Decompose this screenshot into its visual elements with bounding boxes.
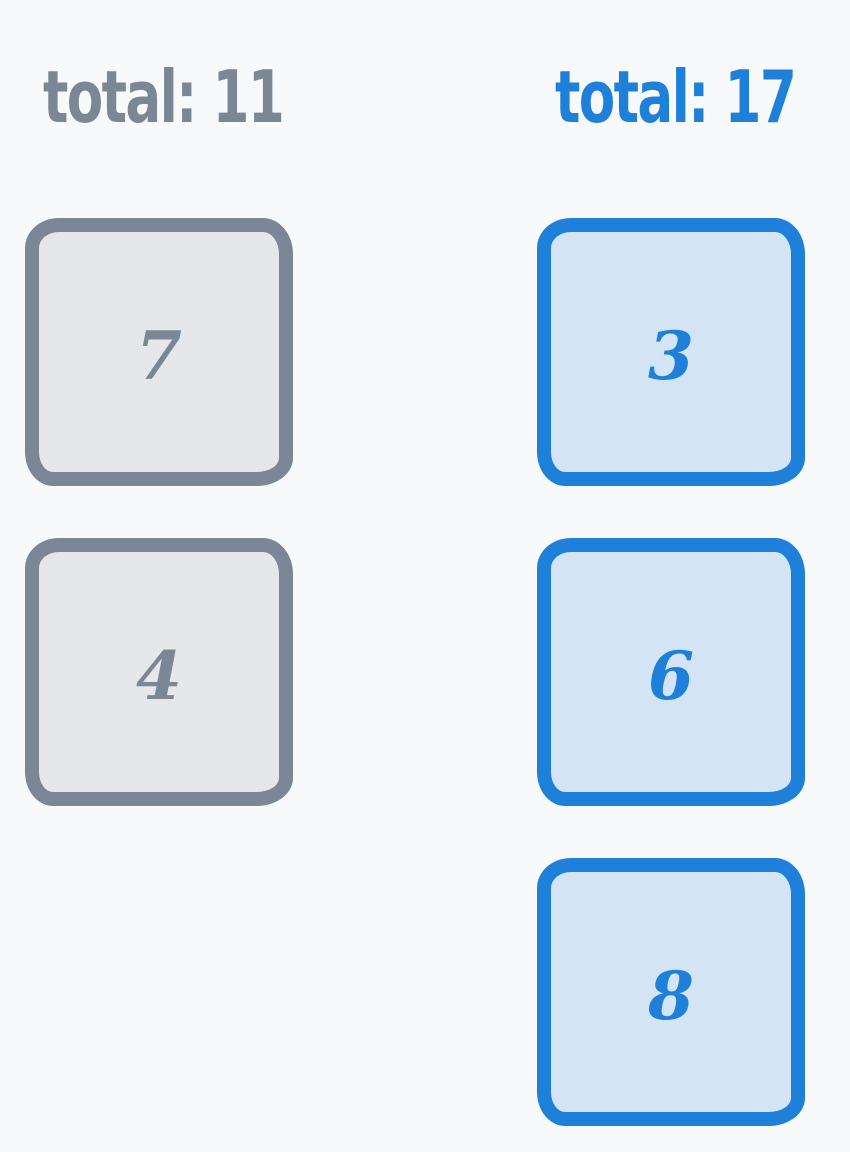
card-value: 3	[648, 317, 694, 395]
card-value: 6	[648, 637, 694, 715]
left-card-1[interactable]: 7	[25, 218, 293, 486]
right-card-2[interactable]: 6	[537, 538, 805, 806]
right-card-1[interactable]: 3	[537, 218, 805, 486]
left-card-2[interactable]: 4	[25, 538, 293, 806]
right-total-label: total: 17	[555, 55, 797, 139]
card-value: 7	[136, 317, 182, 395]
card-value: 8	[648, 957, 694, 1035]
right-card-3[interactable]: 8	[537, 858, 805, 1126]
card-value: 4	[136, 637, 182, 715]
left-total-label: total: 11	[43, 55, 285, 139]
